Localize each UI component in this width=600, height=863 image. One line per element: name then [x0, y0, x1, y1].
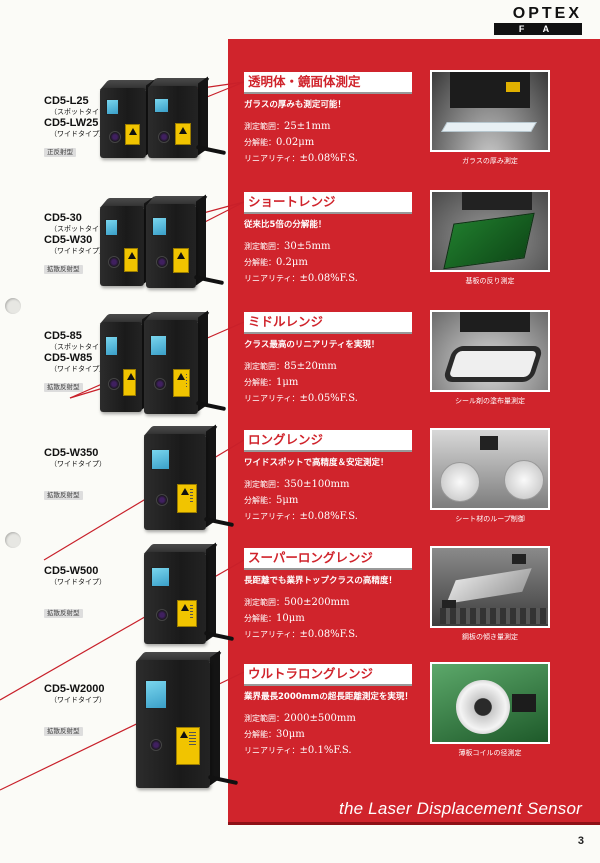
section-lead: クラス最高のリニアリティを実現！: [244, 340, 380, 350]
spec-linearity: リニアリティ：±0.08%F.S.: [244, 273, 358, 284]
model-type: （スポットタイプ）: [50, 225, 113, 233]
binder-hole-bottom: [5, 532, 21, 548]
reflection-type-badge: 拡散反射型: [44, 265, 83, 274]
section-title: ミドルレンジ: [244, 312, 412, 334]
application-photo: [430, 190, 550, 272]
section-lead: 長距離でも業界トップクラスの高精度！: [244, 576, 397, 586]
page-number: 3: [577, 835, 584, 847]
spec-linearity: リニアリティ：±0.08%F.S.: [244, 629, 358, 640]
model-type: （ワイドタイプ）: [50, 696, 106, 704]
section-title: 透明体・鏡面体測定: [244, 72, 412, 94]
reflection-type-badge: 拡散反射型: [44, 383, 83, 392]
model-type: （ワイドタイプ）: [50, 130, 106, 138]
spec-linearity: リニアリティ：±0.08%F.S.: [244, 153, 358, 164]
spec-section-6: ウルトラロングレンジ 業界最長2000mmの超長距離測定を実現！ 測定範囲：20…: [244, 664, 414, 759]
bottom-rule: [228, 822, 600, 825]
spec-resolution: 分解能：10μm: [244, 613, 305, 624]
section-title: ウルトラロングレンジ: [244, 664, 412, 686]
sensor-image: [99, 312, 155, 412]
spec-resolution: 分解能：1μm: [244, 377, 299, 388]
application-photo: [430, 546, 550, 628]
spec-section-4: ロングレンジ ワイドスポットで高精度＆安定測定！ 測定範囲：350±100mm …: [244, 430, 414, 525]
application-photo: [430, 662, 550, 744]
sensor-image: [99, 196, 157, 286]
spec-linearity: リニアリティ：±0.08%F.S.: [244, 511, 358, 522]
binder-hole-top: [5, 298, 21, 314]
section-lead: ワイドスポットで高精度＆安定測定！: [244, 458, 389, 468]
optex-fa-logo: OPTEX F A: [494, 6, 582, 35]
sensor-image: [99, 78, 159, 158]
spec-linearity: リニアリティ：±0.1%F.S.: [244, 745, 352, 756]
sensor-image: [135, 650, 239, 788]
model-3: CD5-85 （スポットタイプ） CD5-W85 （ワイドタイプ） 拡散反射型: [44, 330, 113, 393]
model-name: CD5-W500: [44, 565, 99, 577]
spec-resolution: 分解能：0.2μm: [244, 257, 308, 268]
brand-name: OPTEX: [512, 5, 582, 22]
application-photo: [430, 70, 550, 152]
model-type: （ワイドタイプ）: [50, 578, 106, 586]
model-1: CD5-L25 （スポットタイプ） CD5-LW25 （ワイドタイプ） 正反射型: [44, 95, 113, 158]
brand-sub: F A: [494, 23, 582, 35]
model-name: CD5-L25: [44, 95, 89, 107]
application-photo: [430, 310, 550, 392]
spec-range: 測定範囲：350±100mm: [244, 479, 350, 490]
spec-range: 測定範囲：500±200mm: [244, 597, 350, 608]
tagline: the Laser Displacement Sensor: [339, 799, 582, 818]
sensor-image: [143, 542, 235, 644]
spec-range: 測定範囲：85±20mm: [244, 361, 337, 372]
section-lead: ガラスの厚みも測定可能！: [244, 100, 346, 110]
application-photo: [430, 428, 550, 510]
reflection-type-badge: 拡散反射型: [44, 727, 83, 736]
model-2: CD5-30 （スポットタイプ） CD5-W30 （ワイドタイプ） 拡散反射型: [44, 212, 113, 275]
model-4: CD5-W350 （ワイドタイプ） 拡散反射型: [44, 447, 106, 501]
spec-section-1: 透明体・鏡面体測定 ガラスの厚みも測定可能！ 測定範囲：25±1mm 分解能：0…: [244, 72, 414, 167]
photo-caption: シート材のループ制御: [455, 515, 525, 523]
model-name: CD5-30: [44, 212, 82, 224]
spec-section-3: ミドルレンジ クラス最高のリニアリティを実現！ 測定範囲：85±20mm 分解能…: [244, 312, 414, 407]
photo-caption: シール剤の塗布量測定: [455, 397, 525, 405]
photo-caption: 鋼板の傾き量測定: [462, 633, 518, 641]
sensor-image: [145, 194, 225, 288]
model-name: CD5-W2000: [44, 683, 105, 695]
section-title: ショートレンジ: [244, 192, 412, 214]
reflection-type-badge: 拡散反射型: [44, 609, 83, 618]
model-name: CD5-W350: [44, 447, 99, 459]
section-title: スーパーロングレンジ: [244, 548, 412, 570]
spec-range: 測定範囲：2000±500mm: [244, 713, 356, 724]
photo-caption: 薄板コイルの径測定: [458, 749, 522, 757]
model-name: CD5-LW25: [44, 117, 99, 129]
spec-linearity: リニアリティ：±0.05%F.S.: [244, 393, 358, 404]
spec-range: 測定範囲：25±1mm: [244, 121, 331, 132]
reflection-type-badge: 拡散反射型: [44, 491, 83, 500]
sensor-image: [143, 310, 227, 414]
model-type: （ワイドタイプ）: [50, 247, 106, 255]
model-type: （スポットタイプ）: [50, 108, 113, 116]
spec-resolution: 分解能：5μm: [244, 495, 299, 506]
model-name: CD5-W85: [44, 352, 93, 364]
model-6: CD5-W2000 （ワイドタイプ） 拡散反射型: [44, 683, 106, 737]
model-name: CD5-W30: [44, 234, 93, 246]
photo-caption: ガラスの厚み測定: [462, 157, 518, 165]
spec-section-2: ショートレンジ 従来比5倍の分解能！ 測定範囲：30±5mm 分解能：0.2μm…: [244, 192, 414, 287]
reflection-type-badge: 正反射型: [44, 148, 76, 157]
section-lead: 従来比5倍の分解能！: [244, 220, 327, 230]
model-name: CD5-85: [44, 330, 82, 342]
model-type: （スポットタイプ）: [50, 343, 113, 351]
section-lead: 業界最長2000mmの超長距離測定を実現！: [244, 692, 413, 702]
sensor-image: [143, 424, 235, 530]
photo-caption: 基板の反り測定: [465, 277, 515, 285]
spec-resolution: 分解能：0.02μm: [244, 137, 315, 148]
spec-resolution: 分解能：30μm: [244, 729, 305, 740]
model-5: CD5-W500 （ワイドタイプ） 拡散反射型: [44, 565, 106, 619]
models-column: CD5-L25 （スポットタイプ） CD5-LW25 （ワイドタイプ） 正反射型…: [0, 0, 239, 863]
spec-section-5: スーパーロングレンジ 長距離でも業界トップクラスの高精度！ 測定範囲：500±2…: [244, 548, 414, 643]
sensor-image: [147, 76, 227, 158]
model-type: （ワイドタイプ）: [50, 460, 106, 468]
spec-range: 測定範囲：30±5mm: [244, 241, 331, 252]
model-type: （ワイドタイプ）: [50, 365, 106, 373]
section-title: ロングレンジ: [244, 430, 412, 452]
